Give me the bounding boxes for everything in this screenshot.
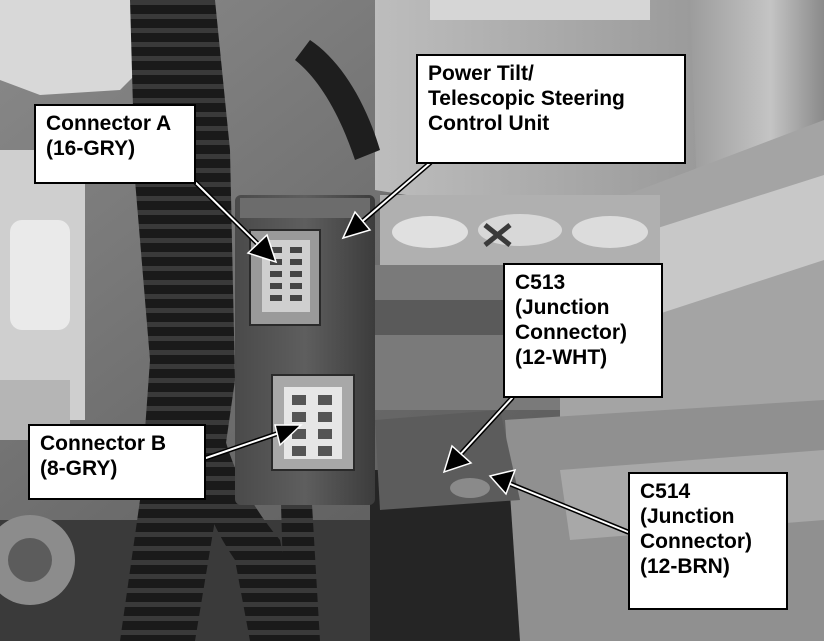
- control-unit-line-2: Telescopic Steering: [428, 87, 625, 110]
- connector-a-label: Connector A (16-GRY): [34, 104, 196, 184]
- c514-line-4: (12-BRN): [640, 555, 730, 578]
- connector-b-label: Connector B (8-GRY): [28, 424, 206, 500]
- connector-a-name: Connector A: [46, 112, 172, 135]
- control-unit-label: Power Tilt/ Telescopic Steering Control …: [416, 54, 686, 164]
- c513-line-2: (Junction: [515, 296, 610, 319]
- c513-label: C513 (Junction Connector) (12-WHT): [503, 263, 663, 398]
- c513-line-4: (12-WHT): [515, 346, 608, 369]
- control-unit-line-3: Control Unit: [428, 112, 550, 135]
- c513-line-1: C513: [515, 271, 566, 294]
- c514-label: C514 (Junction Connector) (12-BRN): [628, 472, 788, 610]
- c514-line-3: Connector): [640, 530, 752, 553]
- c513-line-3: Connector): [515, 321, 627, 344]
- c514-line-2: (Junction: [640, 505, 735, 528]
- c514-line-1: C514: [640, 480, 691, 503]
- control-unit-line-1: Power Tilt/: [428, 62, 534, 85]
- connector-b-name: Connector B: [40, 432, 166, 455]
- connector-a-spec: (16-GRY): [46, 137, 136, 160]
- connector-b-spec: (8-GRY): [40, 457, 118, 480]
